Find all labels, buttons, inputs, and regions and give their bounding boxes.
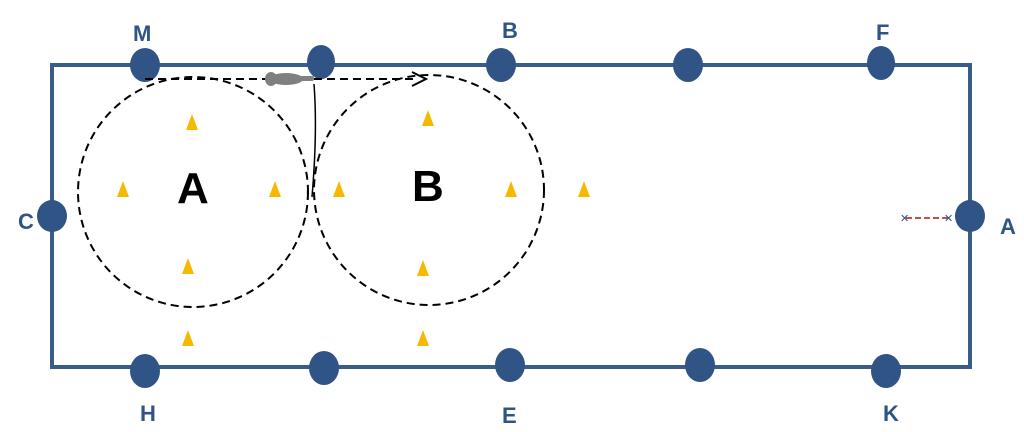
marker-dot-a (955, 200, 985, 232)
letter-f: F (876, 20, 889, 45)
pole-end-left-icon: ✕ (900, 212, 909, 225)
cone (269, 181, 281, 197)
marker-dot-f (867, 46, 895, 80)
cone (186, 114, 198, 130)
trail-mark: ¦ (306, 190, 309, 201)
boundary-markers (37, 45, 985, 388)
circle-a-label: A (177, 164, 209, 213)
letter-h: H (140, 401, 156, 426)
marker-dot-top-4 (673, 48, 703, 82)
rider-trail-line (311, 83, 317, 198)
pole-end-right-icon: ✕ (944, 212, 953, 225)
cone (182, 258, 194, 274)
horse-rider-icon (265, 72, 314, 86)
circle-a-outline (77, 76, 309, 308)
letter-c: C (18, 209, 34, 234)
letter-k: K (883, 401, 899, 426)
marker-dot-h (130, 354, 160, 388)
cone (505, 181, 517, 197)
arena-boundary (50, 63, 972, 369)
cones (117, 110, 590, 346)
circle-b-label: B (412, 162, 444, 211)
cone (422, 110, 434, 126)
marker-dot-b (486, 48, 516, 82)
cone (417, 260, 429, 276)
marker-dot-k (871, 354, 901, 388)
letter-b: B (502, 18, 518, 43)
marker-dot-c (37, 200, 67, 232)
marker-dot-e (495, 348, 525, 382)
cone (117, 181, 129, 197)
marker-dot-bottom-2 (309, 351, 339, 385)
cone (182, 330, 194, 346)
arrowhead-icon (411, 71, 429, 87)
cone (578, 181, 590, 197)
circle-b-outline (313, 74, 545, 306)
marker-dot-top-2 (307, 45, 335, 79)
letter-a: A (1000, 214, 1016, 239)
marker-dot-bottom-4 (685, 348, 715, 382)
cone (417, 330, 429, 346)
letter-e: E (502, 403, 517, 428)
cone (333, 181, 345, 197)
marker-dot-m (130, 48, 160, 82)
letter-m: M (133, 21, 151, 46)
